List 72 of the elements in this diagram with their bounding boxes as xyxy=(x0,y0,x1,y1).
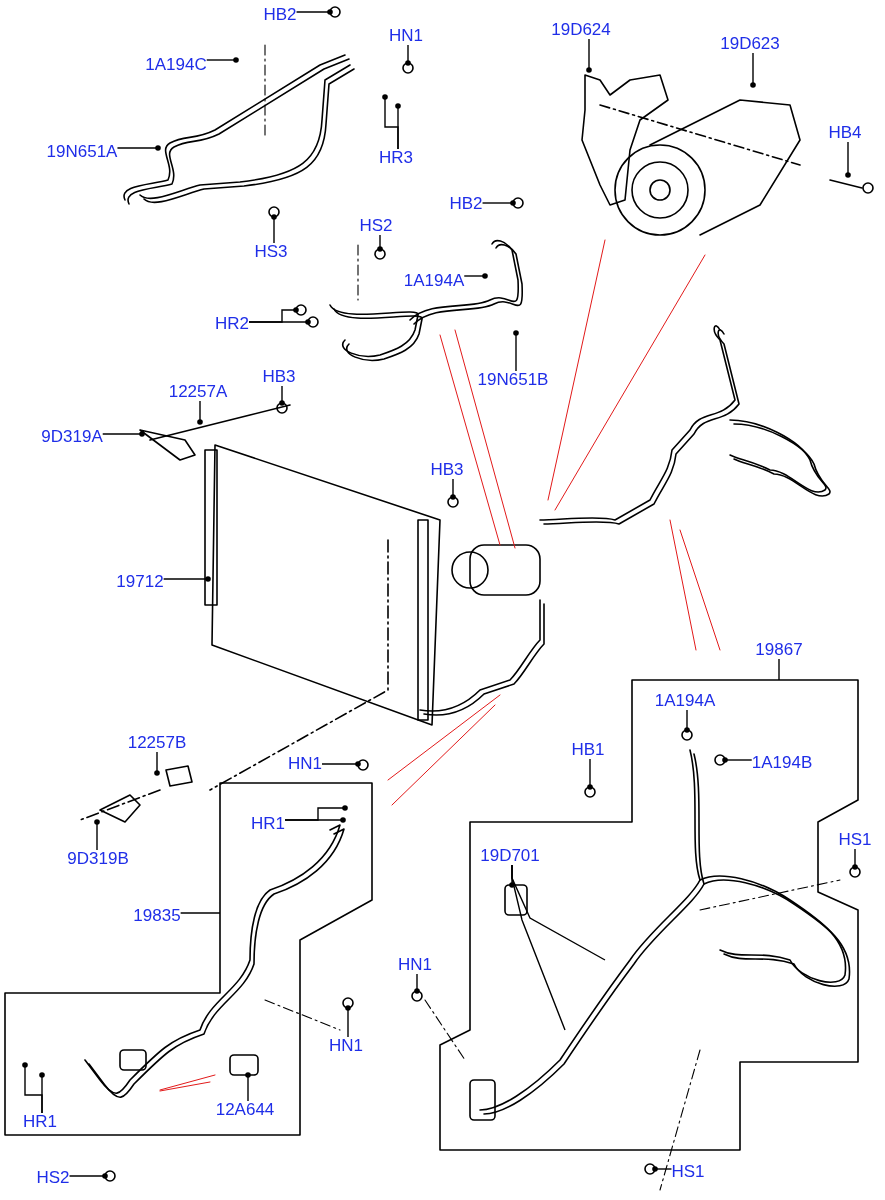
callout-number: 1A194A xyxy=(403,272,465,290)
callout-number: 9D319B xyxy=(67,850,129,868)
leader-line xyxy=(395,103,401,150)
callout-number: HN1 xyxy=(398,956,432,974)
callout-number: 12257B xyxy=(127,734,187,752)
leader-line xyxy=(345,1005,351,1038)
leader-line xyxy=(405,44,411,66)
leader-line xyxy=(154,751,160,776)
leader-line xyxy=(321,761,361,767)
callout-number: 19867 xyxy=(755,641,803,659)
callout-number: HN1 xyxy=(329,1037,363,1055)
leader-line xyxy=(778,658,780,681)
callout-number: 19835 xyxy=(133,907,181,925)
callout-number: HS1 xyxy=(671,1163,705,1181)
callout-number: 19N651B xyxy=(477,371,549,389)
callout-number: HR1 xyxy=(23,1113,57,1131)
leader-line xyxy=(586,38,592,73)
callout-number: HB3 xyxy=(262,368,296,386)
callout-number: 12257A xyxy=(168,383,228,401)
leader-line xyxy=(513,330,519,372)
callout-number: HN1 xyxy=(288,755,322,773)
callout-number: 19712 xyxy=(116,573,164,591)
leader-line xyxy=(450,478,456,500)
leader-line xyxy=(162,576,211,582)
callout-number: 19D623 xyxy=(720,35,780,53)
leader-line xyxy=(245,1072,251,1102)
leader-line xyxy=(179,912,221,914)
leader-line xyxy=(248,319,311,325)
callout-number: HS2 xyxy=(36,1169,70,1187)
leader-line xyxy=(481,200,516,206)
leader-line xyxy=(284,817,346,823)
leader-line xyxy=(414,973,420,994)
callout-number: 19D624 xyxy=(551,21,611,39)
callout-number: HB2 xyxy=(449,195,483,213)
leader-line xyxy=(68,1173,108,1179)
callout-number: HB3 xyxy=(430,461,464,479)
callout-number: HB2 xyxy=(263,6,297,24)
leader-line xyxy=(722,757,753,763)
leader-line xyxy=(295,9,333,15)
leader-line xyxy=(652,1166,673,1172)
callout-number: 19D701 xyxy=(480,847,540,865)
callout-number: HR2 xyxy=(215,315,249,333)
leader-line xyxy=(102,431,145,437)
leader-line xyxy=(845,141,851,178)
callout-number: HB4 xyxy=(828,124,862,142)
callout-number: HN1 xyxy=(389,27,423,45)
callout-number: HS1 xyxy=(838,831,872,849)
callout-number: HS2 xyxy=(359,217,393,235)
leader-line xyxy=(377,234,383,252)
leader-line xyxy=(511,864,566,1031)
leader-line xyxy=(852,848,858,870)
callout-number: HR3 xyxy=(379,149,413,167)
leader-line xyxy=(279,385,285,406)
callout-number: HB1 xyxy=(571,741,605,759)
callout-number: 1A194C xyxy=(145,56,207,74)
leader-line xyxy=(463,273,488,279)
leader-line xyxy=(271,214,277,244)
callout-number: 12A644 xyxy=(215,1101,275,1119)
callout-number: HS3 xyxy=(254,243,288,261)
leader-line xyxy=(94,819,100,851)
leader-line xyxy=(684,709,690,733)
callout-number: 19N651A xyxy=(46,143,118,161)
leader-line xyxy=(750,52,756,88)
callout-number: 9D319A xyxy=(41,428,103,446)
callout-number: 1A194B xyxy=(751,754,813,772)
leader-line xyxy=(587,758,593,790)
leader-line xyxy=(197,400,203,425)
callout-number: 1A194A xyxy=(654,692,716,710)
callout-number: HR1 xyxy=(251,815,285,833)
leader-line xyxy=(206,57,239,63)
leader-line xyxy=(39,1072,45,1114)
leader-line xyxy=(116,145,161,151)
